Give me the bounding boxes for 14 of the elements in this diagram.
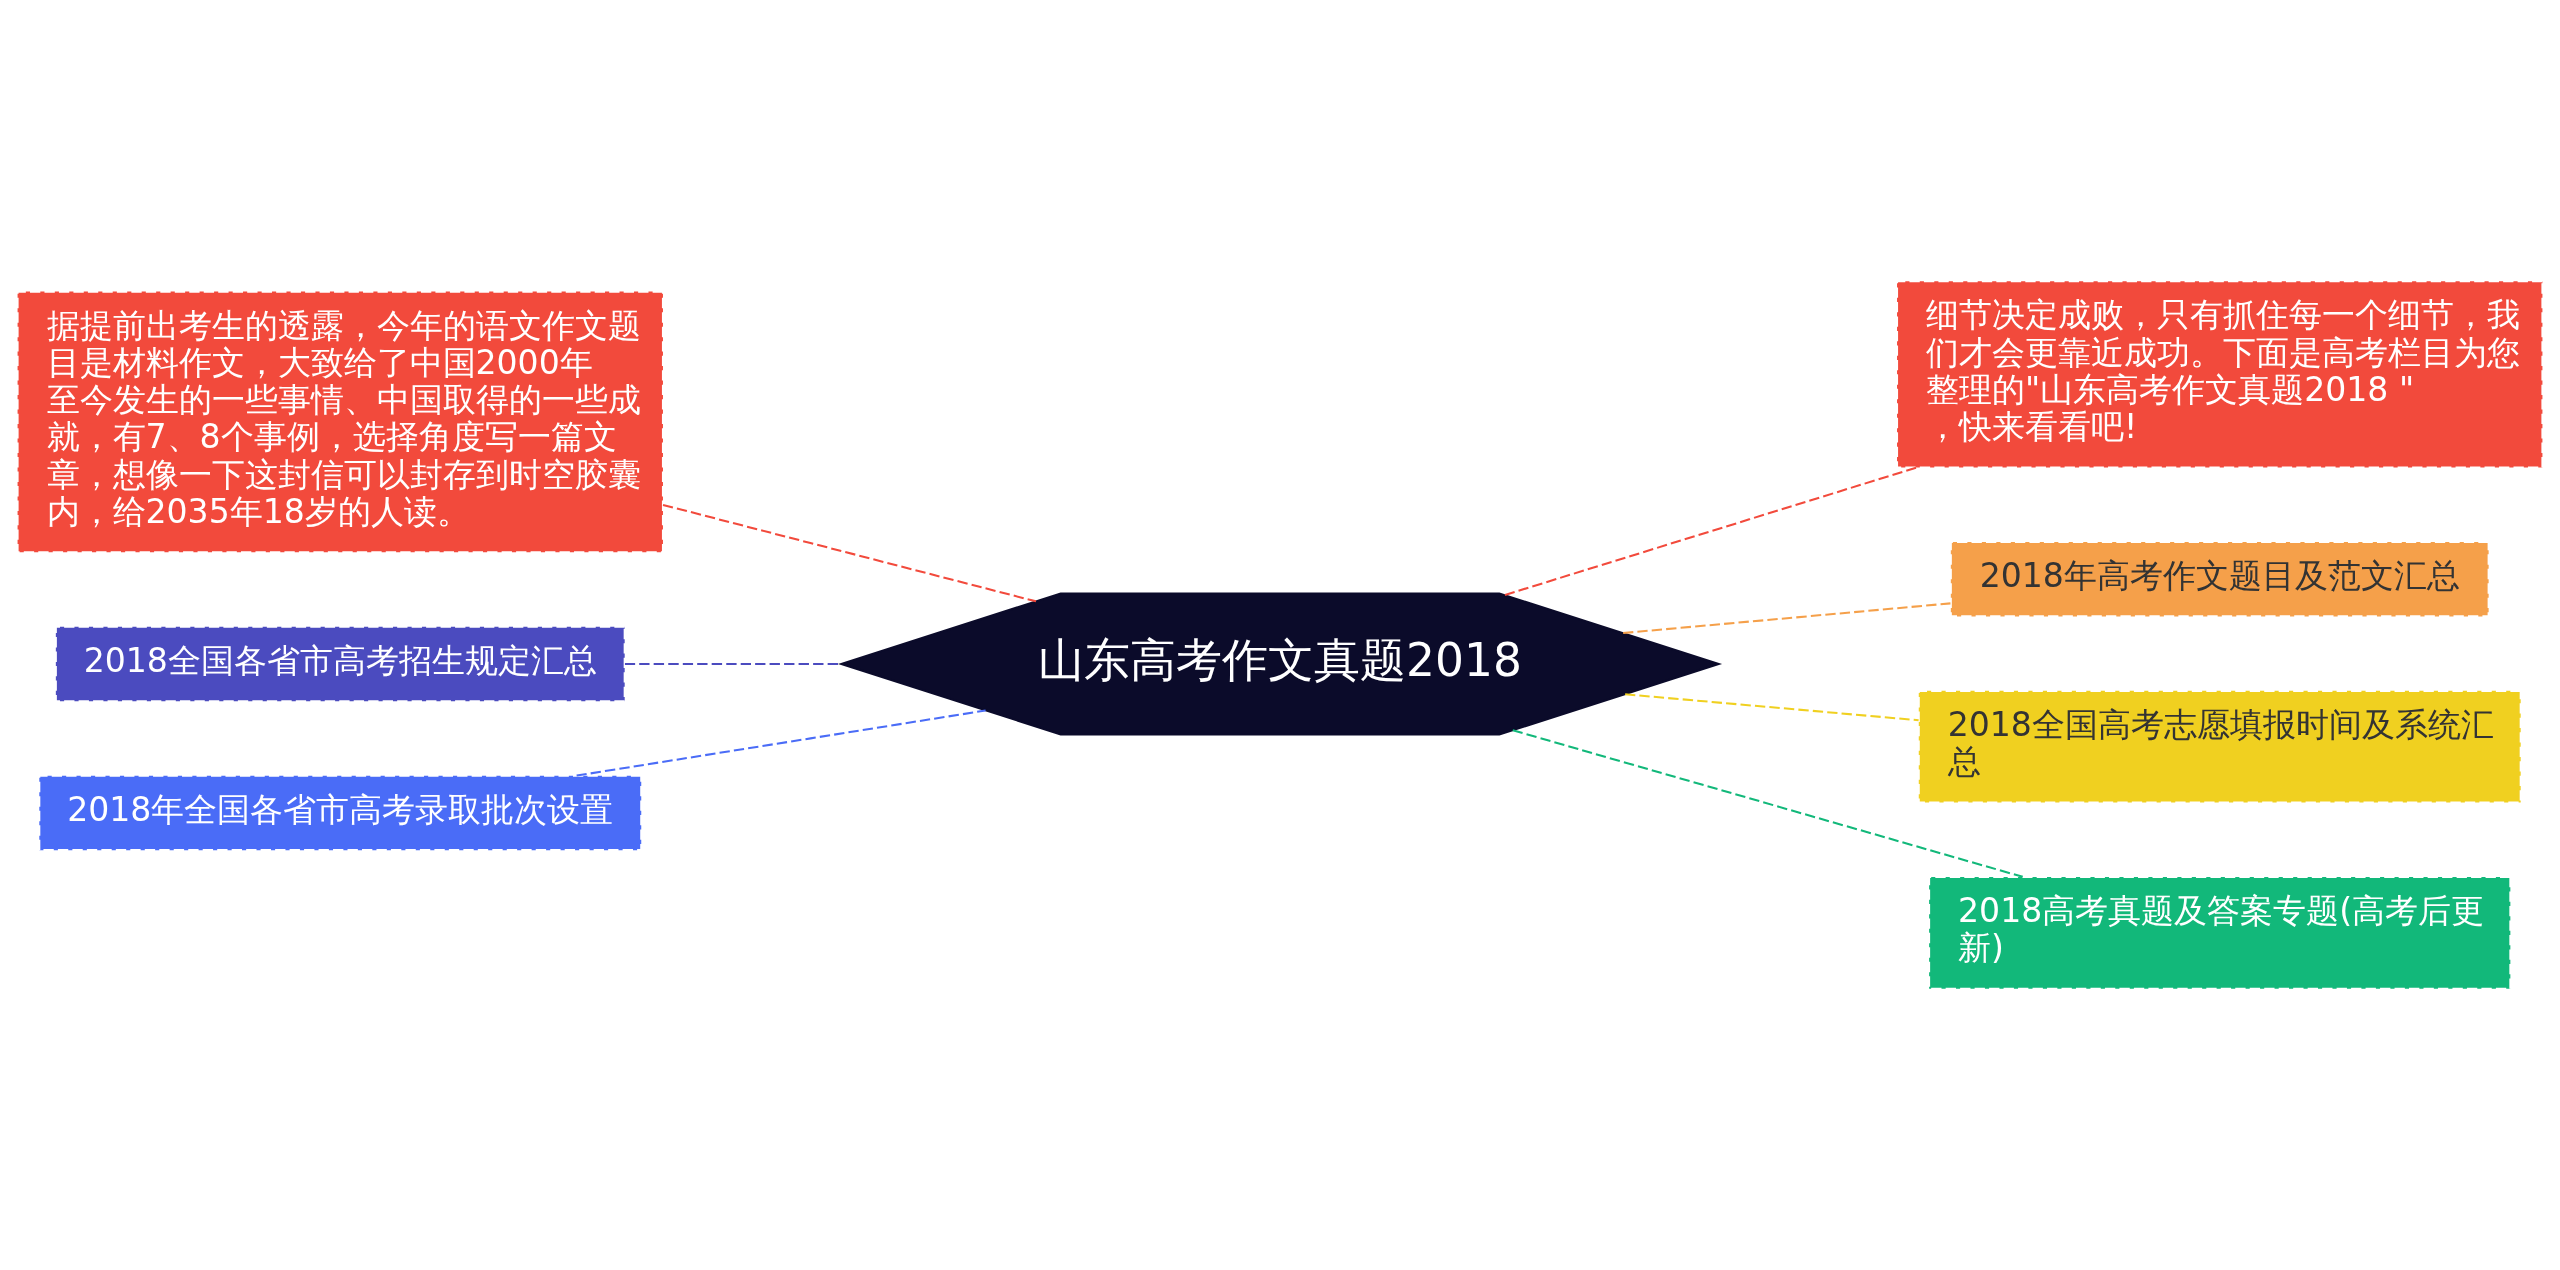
node-box: 2018全国各省市高考招生规定汇总	[54, 625, 626, 703]
node-box: 2018年全国各省市高考录取批次设置	[38, 774, 643, 852]
connector	[662, 503, 1037, 603]
connector	[576, 709, 986, 777]
node-box: 2018高考真题及答案专题(高考后更新)	[1928, 876, 2512, 990]
node-box: 2018年高考作文题目及范文汇总	[1949, 540, 2490, 618]
connector	[1625, 693, 1919, 722]
connector	[1504, 466, 1918, 596]
connector	[1512, 729, 2024, 878]
node-box: 细节决定成败，只有抓住每一个细节，我们才会更靠近成功。下面是高考栏目为您整理的"山东高考作文真题2018 "，快来看看吧!	[1896, 280, 2544, 469]
node-box: 2018全国高考志愿填报时间及系统汇总	[1917, 689, 2522, 804]
connector	[1623, 602, 1951, 635]
connector	[624, 662, 841, 665]
node-box: 据提前出考生的透露，今年的语文作文题目是材料作文，大致给了中国2000年至今发生的一些事情、中国取得的一些成就，有7、8个事例，选择角度写一篇文章，想像一下这封信可以封存到时空胶囊内，给2035年18岁的人读。	[16, 290, 664, 554]
